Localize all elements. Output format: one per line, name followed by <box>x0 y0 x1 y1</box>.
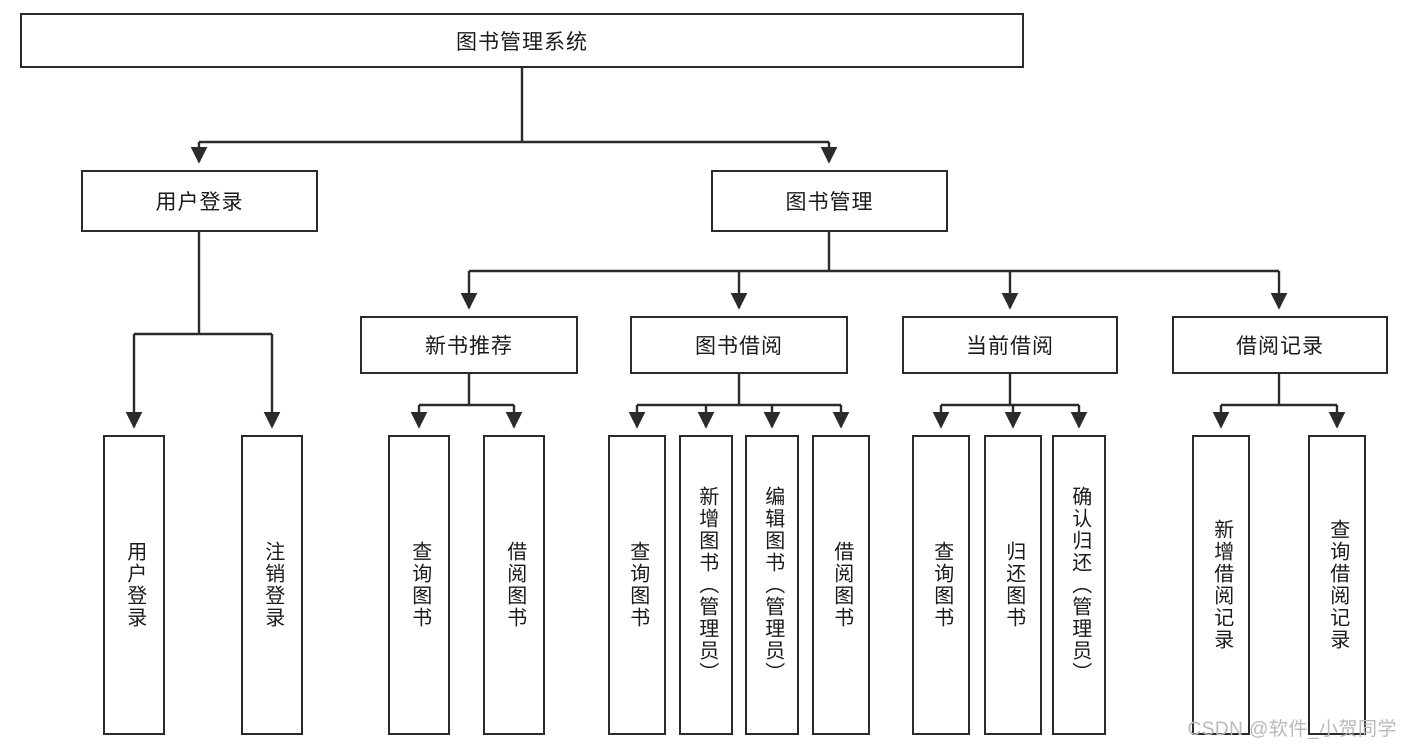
node-root-label: 图书管理系统 <box>456 30 588 54</box>
node-leaf-borrow-book-2-label: 借阅图书 <box>830 541 853 629</box>
node-borrow-record[interactable]: 借阅记录 <box>1172 316 1388 374</box>
node-book-manage[interactable]: 图书管理 <box>711 170 948 232</box>
node-book-borrow[interactable]: 图书借阅 <box>630 316 848 374</box>
node-leaf-user-logout-label: 注销登录 <box>261 541 284 629</box>
node-leaf-user-login-label: 用户登录 <box>123 541 146 629</box>
node-current-borrow-label: 当前借阅 <box>966 335 1054 358</box>
node-leaf-confirm-return[interactable]: 确认归还（管理员） <box>1052 435 1106 735</box>
node-leaf-edit-book[interactable]: 编辑图书（管理员） <box>745 435 799 735</box>
node-leaf-query-record-label: 查询借阅记录 <box>1326 519 1349 651</box>
node-current-borrow[interactable]: 当前借阅 <box>902 316 1118 374</box>
node-leaf-add-book[interactable]: 新增图书（管理员） <box>679 435 733 735</box>
node-leaf-query-book-1[interactable]: 查询图书 <box>388 435 450 735</box>
node-leaf-borrow-book-1-label: 借阅图书 <box>503 541 526 629</box>
node-leaf-borrow-book-1[interactable]: 借阅图书 <box>483 435 545 735</box>
node-leaf-query-book-2[interactable]: 查询图书 <box>608 435 666 735</box>
node-leaf-borrow-book-2[interactable]: 借阅图书 <box>812 435 870 735</box>
node-borrow-record-label: 借阅记录 <box>1236 335 1324 358</box>
node-leaf-query-book-3-label: 查询图书 <box>930 541 953 629</box>
node-leaf-add-record-label: 新增借阅记录 <box>1210 519 1233 651</box>
node-leaf-user-logout[interactable]: 注销登录 <box>241 435 303 735</box>
node-root[interactable]: 图书管理系统 <box>20 13 1024 68</box>
node-leaf-return-book[interactable]: 归还图书 <box>984 435 1042 735</box>
node-leaf-add-record[interactable]: 新增借阅记录 <box>1192 435 1250 735</box>
node-leaf-edit-book-label: 编辑图书（管理员） <box>761 486 784 684</box>
node-book-manage-label: 图书管理 <box>785 191 874 214</box>
node-user-login[interactable]: 用户登录 <box>81 170 318 232</box>
node-new-book-rec-label: 新书推荐 <box>425 335 513 358</box>
node-leaf-query-book-3[interactable]: 查询图书 <box>912 435 970 735</box>
node-leaf-confirm-return-label: 确认归还（管理员） <box>1068 486 1091 684</box>
node-new-book-rec[interactable]: 新书推荐 <box>360 316 578 374</box>
watermark: CSDN @软件_小贺同学 <box>1187 719 1397 740</box>
node-leaf-return-book-label: 归还图书 <box>1002 541 1025 629</box>
node-leaf-query-book-1-label: 查询图书 <box>408 541 431 629</box>
node-book-borrow-label: 图书借阅 <box>695 335 783 358</box>
node-leaf-user-login[interactable]: 用户登录 <box>103 435 165 735</box>
node-leaf-add-book-label: 新增图书（管理员） <box>695 486 718 684</box>
node-leaf-query-record[interactable]: 查询借阅记录 <box>1308 435 1366 735</box>
node-leaf-query-book-2-label: 查询图书 <box>626 541 649 629</box>
node-user-login-label: 用户登录 <box>155 191 244 214</box>
